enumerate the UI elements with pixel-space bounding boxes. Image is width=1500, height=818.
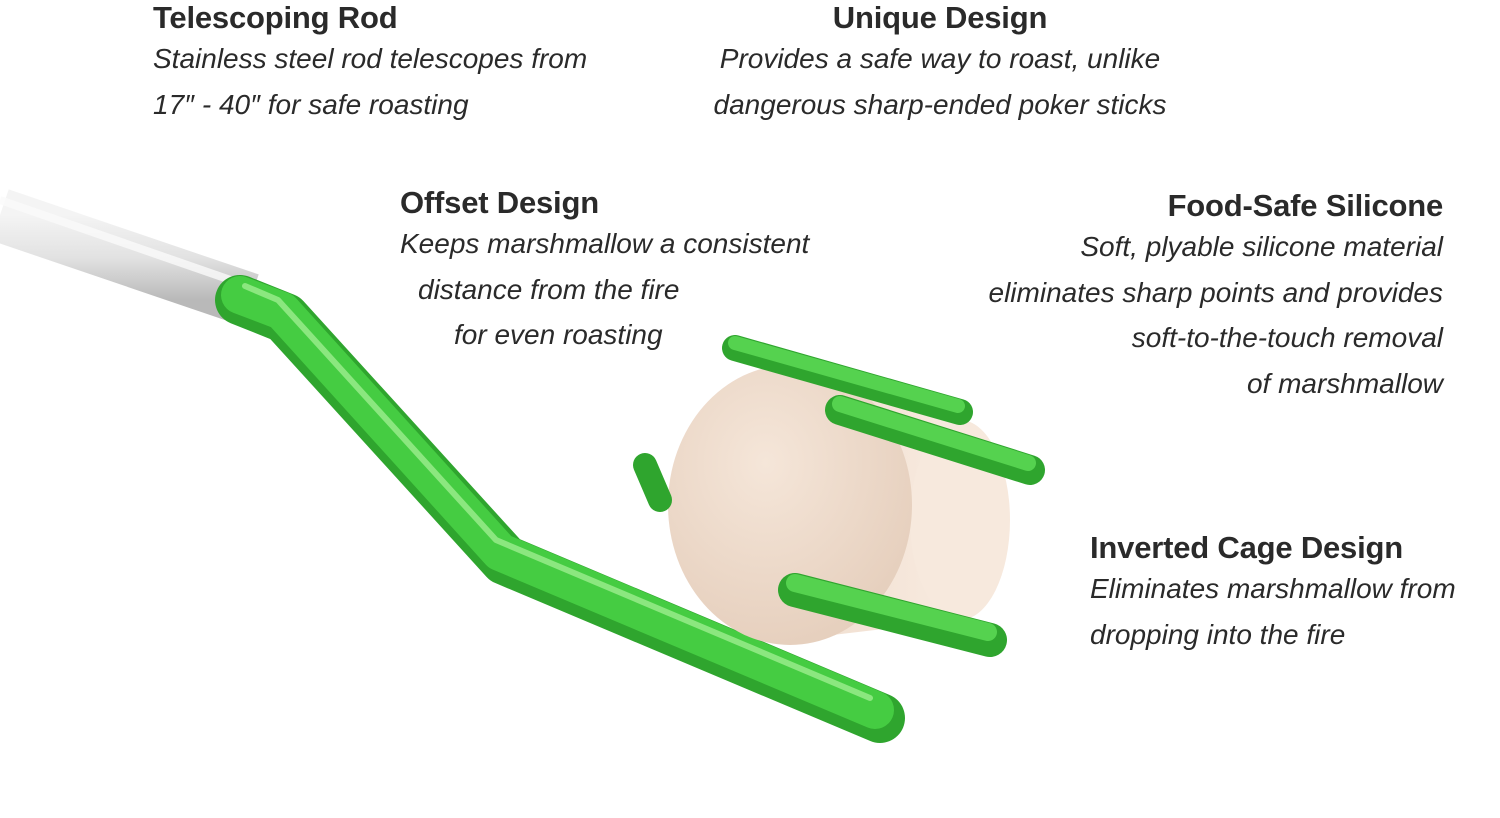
feature-title: Telescoping Rod xyxy=(153,0,398,35)
silicone-cage-prongs xyxy=(633,335,1045,657)
feature-line: eliminates sharp points and provides xyxy=(988,276,1443,308)
feature-title: Offset Design xyxy=(400,185,599,220)
offset-arm xyxy=(215,275,905,743)
feature-line: Soft, plyable silicone material xyxy=(1080,231,1443,262)
telescoping-rod xyxy=(0,189,259,326)
marshmallow xyxy=(668,365,1010,645)
feature-food-safe-silicone: Food-Safe Silicone Soft, plyable silicon… xyxy=(988,188,1444,406)
feature-line: Keeps marshmallow a consistent xyxy=(400,228,810,259)
feature-line: distance from the fire xyxy=(418,273,680,305)
feature-title: Inverted Cage Design xyxy=(1090,530,1403,565)
feature-line: for even roasting xyxy=(454,319,663,350)
feature-line: dangerous sharp-ended poker sticks xyxy=(713,88,1167,120)
feature-line: 17″ - 40″ for safe roasting xyxy=(153,88,469,120)
feature-inverted-cage-design: Inverted Cage Design Eliminates marshmal… xyxy=(1090,530,1456,657)
feature-title: Unique Design xyxy=(832,0,1048,35)
feature-line: Stainless steel rod telescopes from xyxy=(153,43,588,74)
feature-line: Provides a safe way to roast, unlike xyxy=(719,43,1161,74)
feature-title: Food-Safe Silicone xyxy=(1167,188,1444,223)
feature-unique-design: Unique Design Provides a safe way to roa… xyxy=(690,0,1190,127)
feature-offset-design: Offset Design Keeps marshmallow a consis… xyxy=(400,185,809,358)
feature-telescoping-rod: Telescoping Rod Stainless steel rod tele… xyxy=(153,0,587,127)
feature-line: Eliminates marshmallow from xyxy=(1090,573,1456,604)
feature-line: of marshmallow xyxy=(1246,367,1443,399)
feature-line: dropping into the fire xyxy=(1090,618,1346,650)
feature-line: soft-to-the-touch removal xyxy=(1131,322,1443,353)
